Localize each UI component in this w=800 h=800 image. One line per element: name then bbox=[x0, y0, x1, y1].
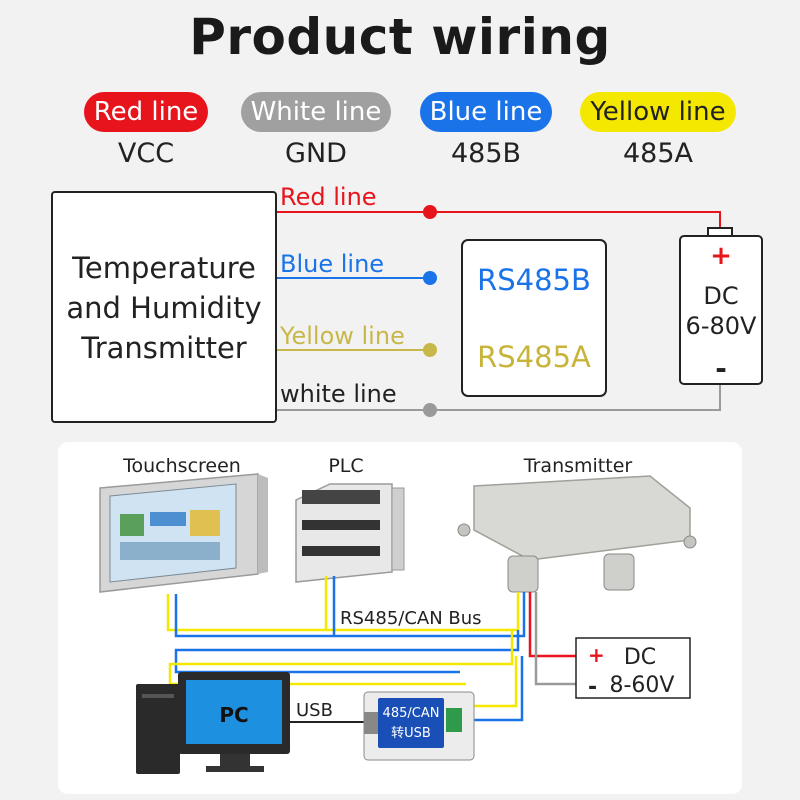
pc-device bbox=[136, 672, 290, 774]
pc-label: PC bbox=[219, 703, 248, 727]
legend-blue: Blue line 485B bbox=[396, 92, 576, 169]
legend-red: Red line VCC bbox=[56, 92, 236, 169]
red-dot bbox=[423, 205, 437, 219]
touchscreen-label: Touchscreen bbox=[122, 455, 241, 477]
dc-label: DC bbox=[703, 282, 738, 310]
blue-wire-label: Blue line bbox=[280, 250, 384, 278]
legend-red-meaning: VCC bbox=[117, 138, 175, 169]
yellow-wire-label: Yellow line bbox=[279, 322, 405, 350]
usb-label: USB bbox=[296, 700, 333, 721]
pc-screen bbox=[186, 680, 282, 744]
transmitter-line-2: and Humidity bbox=[66, 291, 261, 325]
dc-range: 6-80V bbox=[686, 312, 757, 340]
transmitter-line-3: Transmitter bbox=[80, 331, 247, 365]
converter-line-2: 转USB bbox=[391, 726, 431, 741]
transmitter-device bbox=[457, 475, 697, 593]
bus-label: RS485/CAN Bus bbox=[340, 608, 482, 629]
page-title: Product wiring bbox=[189, 8, 611, 66]
legend-yellow-meaning: 485A bbox=[622, 138, 693, 169]
legend-white-pill: White line bbox=[240, 92, 392, 132]
blue-dot bbox=[423, 271, 437, 285]
touchscreen-device bbox=[99, 473, 268, 593]
plc-label: PLC bbox=[328, 455, 363, 477]
dc2-minus: - bbox=[588, 675, 597, 700]
transmitter-top-label: Transmitter bbox=[523, 455, 633, 477]
rs485-box bbox=[461, 239, 607, 397]
rs485a-label: RS485A bbox=[477, 340, 591, 374]
legend-blue-pill: Blue line bbox=[419, 92, 553, 132]
rs485b-label: RS485B bbox=[477, 263, 591, 297]
dc2-range: 8-60V bbox=[610, 673, 675, 698]
power-wires bbox=[528, 592, 582, 686]
legend-white: White line GND bbox=[226, 92, 406, 169]
yellow-dot bbox=[423, 343, 437, 357]
transmitter-line-1: Temperature bbox=[71, 251, 256, 285]
dc-power-box bbox=[575, 637, 691, 699]
converter-line-1: 485/CAN bbox=[383, 706, 440, 721]
white-wire-label: white line bbox=[280, 380, 397, 408]
white-dot bbox=[423, 403, 437, 417]
dc-minus: - bbox=[715, 352, 727, 385]
dc2-label: DC bbox=[624, 645, 656, 670]
legend-yellow-pill: Yellow line bbox=[580, 92, 736, 132]
dc-battery-box bbox=[679, 235, 763, 385]
red-wire-label: Red line bbox=[280, 183, 377, 211]
legend-blue-meaning: 485B bbox=[450, 138, 522, 169]
transmitter-box bbox=[51, 191, 277, 423]
legend-red-pill: Red line bbox=[83, 92, 209, 132]
legend-yellow: Yellow line 485A bbox=[568, 92, 748, 169]
plc-device bbox=[295, 483, 405, 583]
red-wire bbox=[276, 211, 721, 228]
legend-white-meaning: GND bbox=[285, 138, 347, 169]
dc-plus: + bbox=[710, 241, 732, 271]
dc2-plus: + bbox=[588, 643, 605, 667]
usb-converter bbox=[363, 691, 475, 761]
